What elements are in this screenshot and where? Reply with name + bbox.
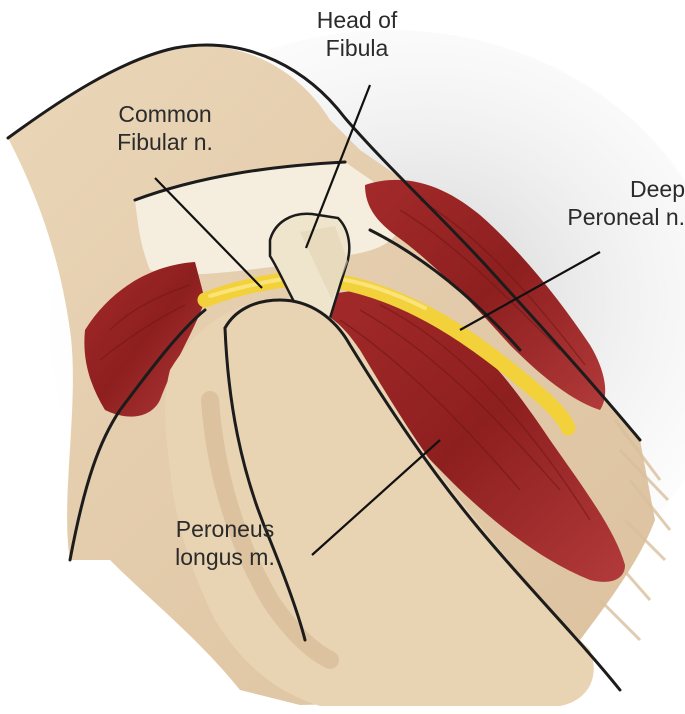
leader-peroneus-longus xyxy=(311,439,441,556)
label-head-of-fibula-line1: Head of xyxy=(316,7,398,33)
leader-common-fibular xyxy=(154,177,263,289)
upper-right-muscle xyxy=(365,179,606,410)
skin-edge-fibers xyxy=(598,419,672,642)
fibula-shaft-shade xyxy=(300,226,348,300)
label-deep-peroneal-line2: Peroneal n. xyxy=(567,204,685,230)
left-muscle xyxy=(84,262,205,417)
label-peroneus-longus-muscle: Peroneus longus m. xyxy=(150,515,300,571)
leader-deep-peroneal xyxy=(459,251,601,331)
label-deep-peroneal-nerve: Deep Peroneal n. xyxy=(535,175,685,231)
label-common-fibular-line2: Fibular n. xyxy=(117,129,213,155)
label-common-fibular-line1: Common xyxy=(118,101,212,127)
leader-lines xyxy=(154,84,601,556)
peroneus-longus-muscle xyxy=(314,290,625,582)
muscle-fibers xyxy=(99,199,591,521)
outline-strokes xyxy=(6,43,642,692)
label-peroneus-longus-line1: Peroneus xyxy=(175,516,275,542)
label-peroneus-longus-line2: longus m. xyxy=(175,544,275,570)
label-deep-peroneal-line1: Deep xyxy=(630,176,685,202)
calf-shadow xyxy=(201,391,339,669)
label-head-of-fibula-line2: Fibula xyxy=(325,35,389,61)
label-head-of-fibula: Head of Fibula xyxy=(292,6,422,62)
label-common-fibular-nerve: Common Fibular n. xyxy=(80,100,250,156)
leader-head-of-fibula xyxy=(304,84,372,249)
